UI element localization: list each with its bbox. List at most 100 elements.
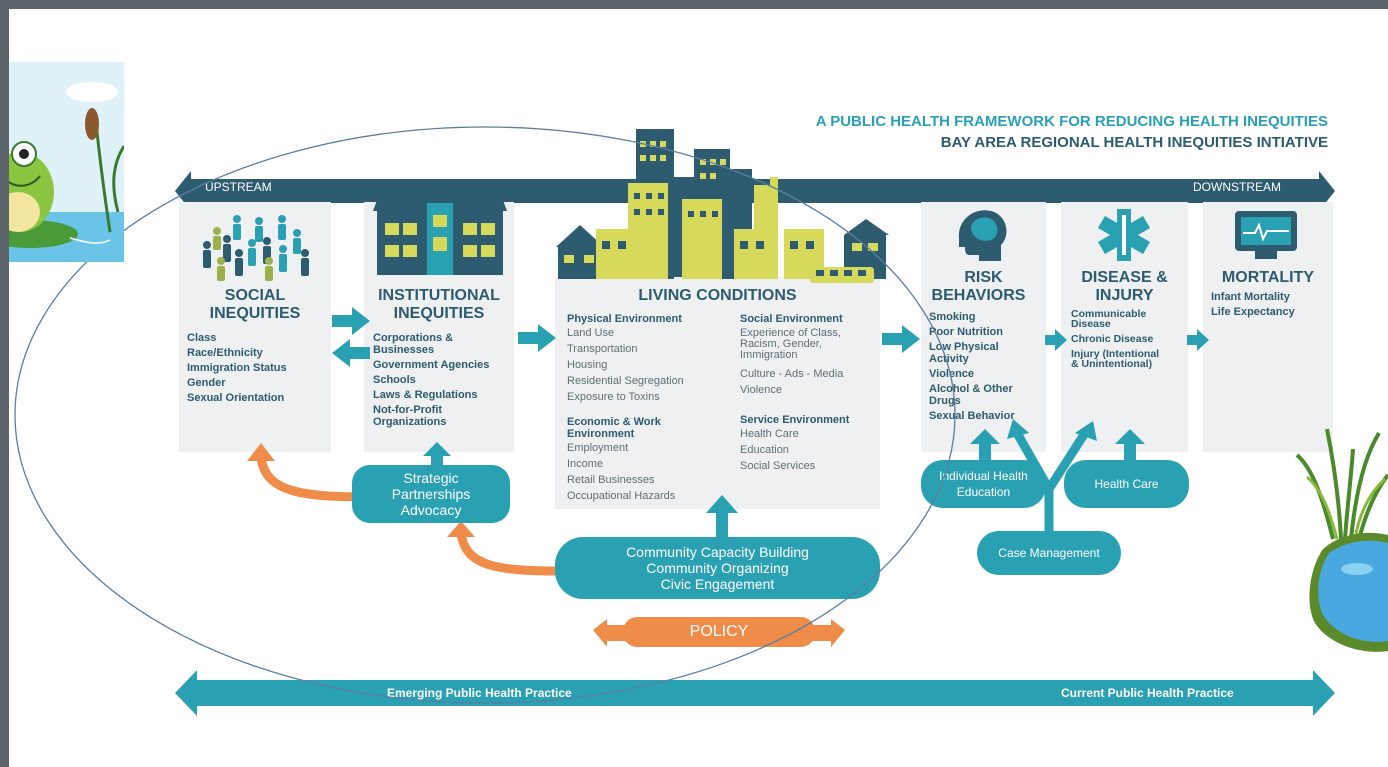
arrow-right-icon — [1045, 329, 1067, 351]
list-item: Activity — [929, 353, 969, 365]
risk-behaviors-title: RISK BEHAVIORS — [921, 269, 1046, 305]
framework-title: A PUBLIC HEALTH FRAMEWORK FOR REDUCING H… — [815, 113, 1328, 130]
physical-environment-block: Physical Environment Land Use Transporta… — [567, 313, 684, 405]
ellipse-annotation — [14, 126, 956, 704]
service-environment-heading: Service Environment — [740, 414, 850, 426]
social-environment-list-2: Culture - Ads - Media Violence — [740, 366, 843, 398]
list-item: Health Care — [740, 428, 799, 440]
arrow-right-icon — [882, 325, 920, 353]
list-item: Government Agencies — [373, 359, 490, 371]
institutional-title-line-2: INEQUITIES — [393, 305, 485, 322]
service-environment-list: Health Care Education Social Services — [740, 426, 849, 474]
economic-environment-heading-1: Economic & Work — [567, 416, 661, 428]
star-of-life-icon — [1097, 209, 1151, 261]
orange-arrow-icon — [447, 521, 561, 576]
list-item: Sexual Behavior — [929, 410, 1015, 422]
practice-arrow — [175, 670, 1335, 716]
social-title-line-1: SOCIAL — [224, 287, 286, 304]
policy-label: POLICY — [689, 623, 749, 640]
institutional-inequities-list: Corporations & Businesses Government Age… — [373, 332, 489, 428]
list-item: Housing — [567, 359, 608, 371]
pond-grass-clipart — [1295, 428, 1388, 652]
case-management-connector — [1007, 419, 1097, 539]
arrow-up-icon — [706, 495, 738, 539]
community-capacity-pill: Community Capacity Building Community Or… — [555, 537, 880, 599]
school-building-icon — [373, 195, 507, 275]
orange-arrow-icon — [247, 443, 373, 502]
economic-environment-block: Economic & Work Environment Employment I… — [567, 416, 675, 504]
community-line-2: Community Organizing — [646, 560, 789, 576]
list-item: Class — [187, 332, 217, 344]
physical-environment-heading: Physical Environment — [567, 313, 682, 325]
list-item: Race/Ethnicity — [187, 347, 263, 359]
disease-title-line-1: DISEASE & — [1081, 269, 1168, 286]
people-icon — [203, 215, 309, 281]
mortality-list: Infant Mortality Life Expectancy — [1211, 291, 1295, 318]
list-item: Immigration Status — [187, 362, 287, 374]
list-item: Not-for-Profit — [373, 404, 443, 416]
list-item: Retail Businesses — [567, 474, 655, 486]
community-line-1: Community Capacity Building — [626, 544, 809, 560]
social-title-line-2: INEQUITIES — [209, 305, 301, 322]
mortality-title: MORTALITY — [1221, 269, 1315, 286]
strategic-line-2: Partnerships — [391, 486, 471, 502]
list-item: Violence — [929, 368, 975, 380]
strategic-line-1: Strategic — [403, 470, 459, 486]
list-item: Infant Mortality — [1211, 291, 1290, 303]
frog-clipart — [9, 62, 124, 262]
community-line-3: Civic Engagement — [660, 576, 775, 592]
service-environment-block: Service Environment Health Care Educatio… — [740, 414, 849, 474]
list-item: Businesses — [373, 344, 435, 356]
list-item: Drugs — [929, 395, 961, 407]
list-item: Education — [740, 444, 789, 456]
brain-head-icon — [958, 210, 1007, 261]
list-item: Exposure to Toxins — [567, 391, 660, 403]
list-item: Organizations — [373, 416, 447, 428]
list-item: Chronic Disease — [1071, 333, 1154, 345]
case-management-pill: Case Management — [977, 531, 1121, 575]
emerging-practice-label: Emerging Public Health Practice — [387, 686, 572, 700]
list-item: Sexual Orientation — [187, 392, 285, 404]
list-item: & Unintentional) — [1071, 358, 1153, 370]
risk-title-line-2: BEHAVIORS — [931, 287, 1026, 304]
social-environment-block: Social Environment Experience of Class, … — [740, 313, 843, 398]
list-item: Land Use — [567, 327, 615, 339]
list-item: Corporations & — [373, 332, 454, 344]
list-item: Communicable — [1071, 308, 1147, 320]
individual-line-1: Individual Health — [939, 469, 1028, 483]
list-item: Employment — [567, 442, 629, 454]
economic-environment-heading-2: Environment — [567, 428, 635, 440]
strategic-line-3: Advocacy — [400, 502, 462, 518]
list-item: Violence — [740, 384, 782, 396]
list-item: Schools — [373, 374, 416, 386]
current-practice-label: Current Public Health Practice — [1061, 686, 1234, 700]
social-environment-list: Experience of Class, Racism, Gender, Imm… — [740, 328, 843, 361]
institutional-title-line-1: INSTITUTIONAL — [378, 287, 500, 304]
list-item: Disease — [1071, 318, 1111, 330]
list-item: Smoking — [929, 311, 976, 323]
slide: A PUBLIC HEALTH FRAMEWORK FOR REDUCING H… — [9, 9, 1388, 767]
risk-title-line-1: RISK — [964, 269, 1003, 286]
list-item: Social Services — [740, 460, 816, 472]
list-item: Alcohol & Other — [929, 383, 1013, 395]
arrow-up-icon — [970, 429, 1000, 461]
list-item: Racism, Gender, — [740, 338, 822, 350]
living-conditions-panel — [555, 277, 880, 509]
arrow-up-icon — [1115, 429, 1145, 461]
upstream-label: UPSTREAM — [205, 180, 272, 194]
disease-injury-list: Communicable Disease Chronic Disease Inj… — [1071, 308, 1160, 370]
framework-subtitle: BAY AREA REGIONAL HEALTH INEQUITIES INTI… — [940, 134, 1328, 151]
list-item: Immigration — [740, 349, 798, 361]
downstream-label: DOWNSTREAM — [1193, 180, 1281, 194]
living-conditions-title: LIVING CONDITIONS — [638, 287, 797, 304]
strategic-partnerships-pill: Strategic Partnerships Advocacy — [352, 465, 510, 523]
arrow-left-icon — [332, 339, 370, 367]
individual-line-2: Education — [956, 485, 1011, 499]
list-item: Gender — [187, 377, 226, 389]
list-item: Transportation — [567, 343, 638, 355]
list-item: Injury (Intentional — [1071, 348, 1160, 360]
social-inequities-list: Class Race/Ethnicity Immigration Status … — [187, 331, 287, 406]
list-item: Poor Nutrition — [929, 326, 1003, 338]
list-item: Laws & Regulations — [373, 389, 478, 401]
list-item: Culture - Ads - Media — [740, 368, 844, 380]
